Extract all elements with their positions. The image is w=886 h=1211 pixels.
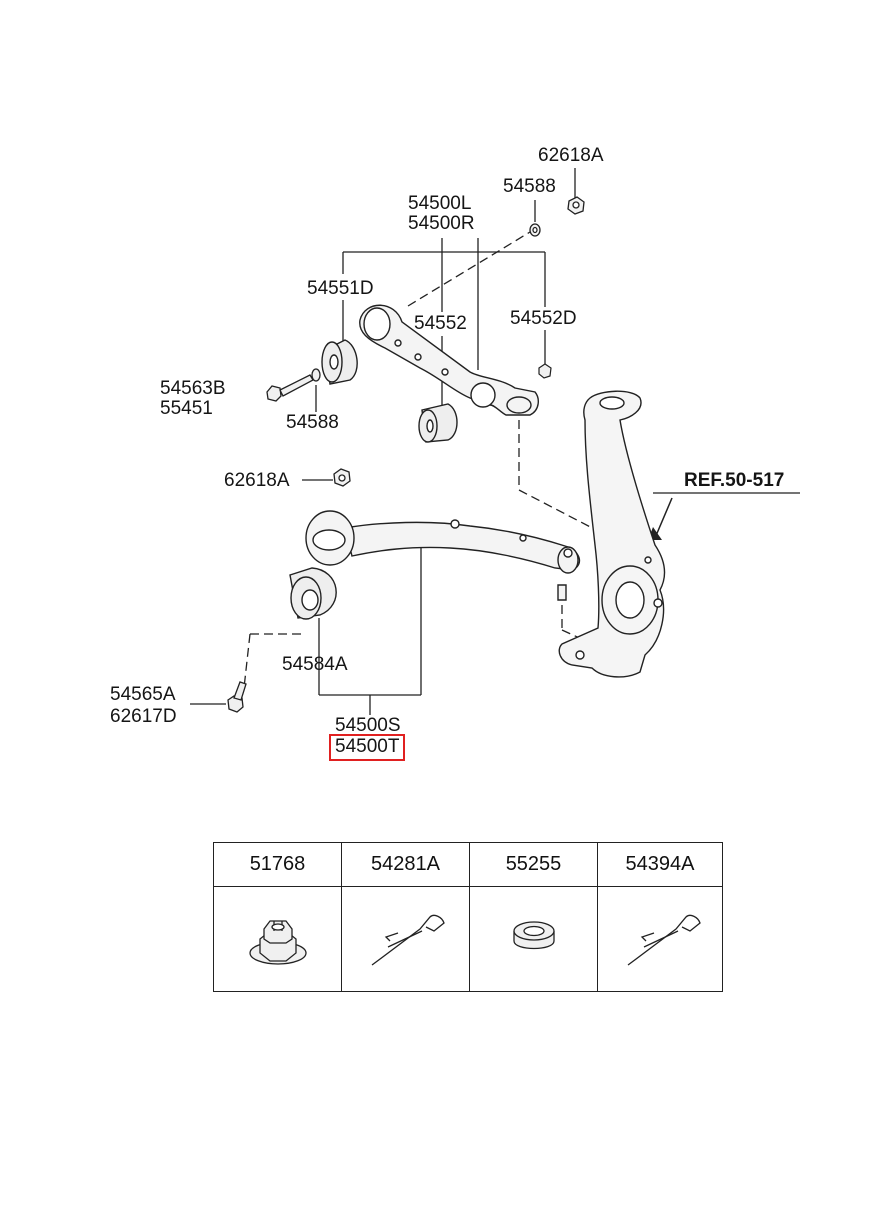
label-62618A-mid: 62618A bbox=[224, 470, 290, 491]
cotter-pin-icon bbox=[371, 914, 445, 966]
label-54588-top: 54588 bbox=[503, 176, 556, 197]
label-54552D: 54552D bbox=[510, 308, 577, 329]
castle-nut-icon bbox=[249, 920, 307, 965]
washer-icon bbox=[513, 921, 555, 950]
table-cell-washer bbox=[470, 887, 598, 991]
label-54500T-highlighted[interactable]: 54500T bbox=[329, 734, 406, 761]
table-header-54394A: 54394A bbox=[598, 843, 722, 887]
table-header-51768: 51768 bbox=[214, 843, 342, 887]
label-62617D: 62617D bbox=[110, 706, 177, 727]
label-54565A: 54565A bbox=[110, 684, 176, 705]
cotter-pin-icon bbox=[627, 914, 701, 966]
label-54551D: 54551D bbox=[307, 278, 374, 299]
label-54500R: 54500R bbox=[408, 213, 475, 234]
table-header-54281A: 54281A bbox=[342, 843, 470, 887]
label-54584A: 54584A bbox=[282, 654, 348, 675]
table-cell-cotter-pin-1 bbox=[342, 887, 470, 991]
label-ref-50-517: REF.50-517 bbox=[684, 470, 785, 491]
table-cell-castle-nut bbox=[214, 887, 342, 991]
table-header-55255: 55255 bbox=[470, 843, 598, 887]
parts-table: 51768 54281A 55255 54394A bbox=[213, 842, 723, 992]
table-cell-cotter-pin-2 bbox=[598, 887, 722, 991]
label-54588-low: 54588 bbox=[286, 412, 339, 433]
label-54552: 54552 bbox=[414, 313, 467, 334]
label-55451: 55451 bbox=[160, 398, 213, 419]
label-54500S: 54500S bbox=[335, 715, 401, 736]
label-62618A-top: 62618A bbox=[538, 145, 604, 166]
label-54563B: 54563B bbox=[160, 378, 226, 399]
label-54500L: 54500L bbox=[408, 193, 472, 214]
